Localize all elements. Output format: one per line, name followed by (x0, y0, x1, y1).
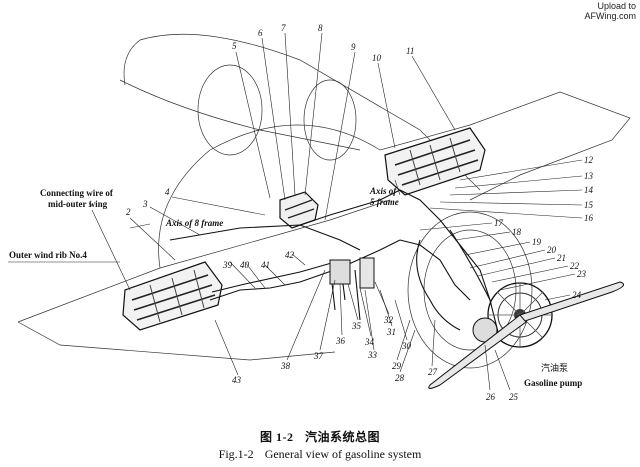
callout-33: 33 (367, 350, 378, 360)
callout-36: 36 (335, 336, 346, 346)
label-axis-8-frame: Axis of 8 frame (165, 218, 223, 228)
callout-39: 39 (222, 260, 233, 270)
fuselage-tail (123, 39, 141, 86)
callout-7: 7 (281, 23, 286, 33)
callout-25: 25 (509, 392, 519, 402)
callout-34: 34 (364, 337, 375, 347)
wing-leading-edge (158, 124, 381, 269)
caption-cn-figure: 图 1-2 (259, 430, 294, 444)
callout-28: 28 (395, 373, 405, 383)
callout-31: 31 (386, 327, 396, 337)
callout-numbers: 1 2 3 4 5 6 7 8 9 10 11 12 13 14 15 16 1… (88, 23, 594, 402)
callout-40: 40 (240, 260, 250, 270)
label-underlines (8, 223, 151, 263)
callout-38: 38 (280, 361, 291, 371)
watermark: Upload to AFWing.com (556, 1, 636, 21)
callout-15: 15 (584, 200, 594, 210)
propeller (428, 281, 625, 389)
callout-13: 13 (584, 171, 594, 181)
callout-43: 43 (232, 375, 242, 385)
callout-42: 42 (285, 250, 295, 260)
callout-22: 22 (570, 261, 580, 271)
callout-26: 26 (486, 392, 496, 402)
callout-14: 14 (584, 185, 594, 195)
callout-6: 6 (258, 28, 263, 38)
caption-chinese: 图 1-2 汽油系统总图 (0, 428, 640, 445)
callout-20: 20 (547, 245, 557, 255)
left-wing-outline (17, 199, 391, 361)
label-connecting-wire-line2: mid-outer wing (48, 199, 108, 209)
callout-19: 19 (532, 237, 542, 247)
callout-16: 16 (584, 213, 594, 223)
callout-18: 18 (512, 227, 522, 237)
watermark-line1: Upload to (597, 1, 636, 11)
callout-9: 9 (351, 42, 356, 52)
callout-32: 32 (383, 315, 394, 325)
callout-27: 27 (428, 367, 438, 377)
callout-30: 30 (401, 341, 412, 351)
text-labels: Connecting wire of mid-outer wing Outer … (9, 186, 582, 388)
fuselage-ring-front (197, 64, 263, 156)
callout-10: 10 (372, 53, 382, 63)
label-gasoline-pump-en: Gasoline pump (524, 378, 582, 388)
label-gasoline-pump-cn: 汽油泵 (541, 362, 568, 374)
callout-37: 37 (313, 351, 324, 361)
caption-english: Fig.1-2 General view of gasoline system (0, 447, 640, 462)
callout-1: 1 (88, 199, 93, 209)
callout-11: 11 (406, 46, 414, 56)
fuselage-ring-mid (303, 79, 357, 161)
callout-12: 12 (584, 155, 594, 165)
callout-21: 21 (557, 253, 566, 263)
caption-en-figure: Fig.1-2 (218, 447, 254, 461)
right-fuel-tank (384, 127, 486, 196)
right-wing-outline (379, 91, 631, 201)
callout-24: 24 (572, 290, 582, 300)
engine-cowling (407, 211, 533, 369)
leader-lines (91, 32, 583, 391)
center-fuel-tank (279, 191, 319, 229)
callout-2: 2 (126, 207, 131, 217)
label-connecting-wire-line1: Connecting wire of (40, 188, 114, 198)
callout-35: 35 (351, 321, 362, 331)
callout-41: 41 (261, 260, 270, 270)
callout-17: 17 (494, 218, 504, 228)
callout-5: 5 (232, 41, 237, 51)
callout-4: 4 (165, 187, 170, 197)
callout-29: 29 (392, 361, 402, 371)
label-outer-wind-rib: Outer wind rib No.4 (9, 250, 87, 260)
callout-3: 3 (142, 199, 148, 209)
label-axis-5-frame-line2: 5 frame (370, 197, 399, 207)
fuselage-outline (119, 33, 481, 191)
callout-23: 23 (577, 269, 587, 279)
caption-en-title: General view of gasoline system (264, 447, 422, 461)
watermark-line2: AFWing.com (584, 11, 636, 21)
caption-cn-title: 汽油系统总图 (304, 430, 380, 444)
left-fuel-tank (122, 261, 223, 331)
callout-8: 8 (318, 23, 323, 33)
label-axis-5-frame-line1: Axis of (369, 186, 397, 196)
